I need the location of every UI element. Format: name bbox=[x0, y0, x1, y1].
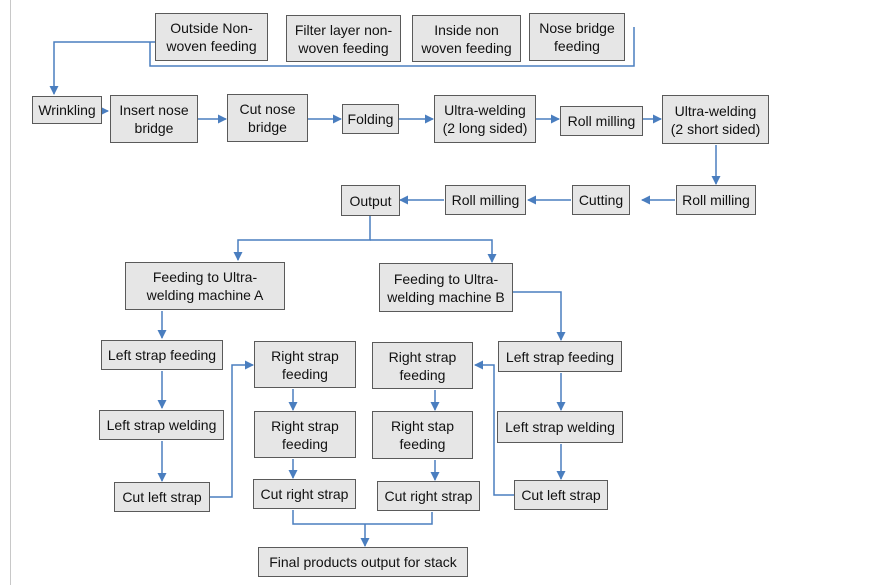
node-inside-feeding: Inside non woven feeding bbox=[412, 15, 521, 62]
node-wrinkling: Wrinkling bbox=[32, 96, 102, 124]
node-roll-milling-3: Roll milling bbox=[676, 185, 756, 215]
node-b-cut-right-strap: Cut right strap bbox=[377, 481, 480, 511]
node-b-cut-left-strap: Cut left strap bbox=[514, 480, 608, 510]
node-insert-nose-bridge: Insert nose bridge bbox=[110, 95, 198, 143]
node-roll-milling-2: Roll milling bbox=[445, 185, 526, 215]
node-ultra-welding-long: Ultra-welding (2 long sided) bbox=[434, 95, 536, 143]
node-a-cut-left-strap: Cut left strap bbox=[114, 482, 210, 512]
node-output: Output bbox=[341, 185, 400, 216]
node-b-left-strap-welding: Left strap welding bbox=[497, 411, 623, 443]
page-edge-rule bbox=[10, 0, 11, 585]
node-folding: Folding bbox=[342, 104, 399, 134]
node-final-products-output: Final products output for stack bbox=[258, 547, 468, 577]
node-nose-bridge-feeding: Nose bridge feeding bbox=[529, 13, 625, 61]
node-filter-feeding: Filter layer non- woven feeding bbox=[286, 15, 401, 62]
node-b-right-stap-feeding-2: Right stap feeding bbox=[372, 411, 473, 459]
node-cut-nose-bridge: Cut nose bridge bbox=[227, 94, 308, 142]
connector-output-split-b bbox=[370, 239, 497, 263]
connector-acutleft-rightfeed bbox=[210, 360, 254, 498]
connector-output-split bbox=[233, 216, 371, 261]
node-a-cut-right-strap: Cut right strap bbox=[253, 479, 356, 509]
node-feeding-machine-b: Feeding to Ultra- welding machine B bbox=[379, 263, 513, 312]
node-cutting: Cutting bbox=[572, 185, 630, 215]
node-ultra-welding-short: Ultra-welding (2 short sided) bbox=[662, 95, 769, 144]
connector-bcutleft-rightfeed bbox=[474, 360, 514, 496]
connector-feeding-bracket bbox=[149, 27, 635, 67]
node-feeding-machine-a: Feeding to Ultra- welding machine A bbox=[125, 262, 285, 310]
connector-merge-final bbox=[292, 510, 433, 525]
connector-feedb-leftfeed bbox=[513, 291, 566, 341]
node-a-left-strap-feeding: Left strap feeding bbox=[101, 340, 223, 370]
node-a-right-strap-feeding: Right strap feeding bbox=[254, 341, 356, 388]
node-roll-milling-1: Roll milling bbox=[560, 106, 643, 136]
node-b-left-strap-feeding: Left strap feeding bbox=[498, 341, 622, 372]
node-a-left-strap-welding: Left strap welding bbox=[99, 410, 224, 440]
connector-feeding-to-wrinkling bbox=[49, 41, 155, 95]
node-a-right-strap-feeding-2: Right strap feeding bbox=[254, 411, 356, 458]
node-b-right-strap-feeding: Right strap feeding bbox=[372, 342, 473, 389]
node-outside-feeding: Outside Non- woven feeding bbox=[155, 13, 268, 61]
